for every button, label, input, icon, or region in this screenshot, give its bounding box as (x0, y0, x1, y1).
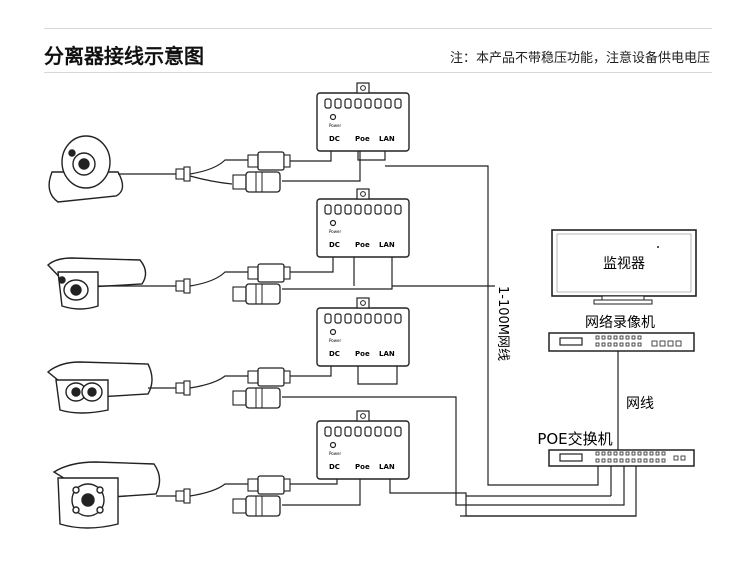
poe-splitter-4: Power DC Poe LAN (316, 410, 410, 480)
splitter-lan-label: LAN (379, 463, 395, 471)
splitter-dc-label: DC (329, 463, 340, 471)
dome-camera-icon (48, 135, 124, 203)
cable-type-label: 1-100M网线 (495, 286, 510, 361)
splitter-dc-label: DC (329, 135, 340, 143)
bullet-camera-icon-3 (46, 361, 153, 414)
poe-splitter-3: Power DC Poe LAN (316, 297, 410, 367)
splitter-wiring (282, 151, 637, 517)
splitter-dc-label: DC (329, 350, 340, 358)
top-rule (44, 28, 712, 29)
splitter-poe-label: Poe (355, 135, 370, 143)
bullet-camera-icon-4 (52, 461, 161, 529)
poe-splitter-2: Power DC Poe LAN (316, 188, 410, 258)
page-title: 分离器接线示意图 (44, 44, 204, 68)
poe-switch-label: POE交换机 (537, 430, 612, 448)
splitter-lan-label: LAN (379, 241, 395, 249)
monitor-label: 监视器 (603, 256, 645, 272)
splitter-poe-label: Poe (355, 241, 370, 249)
nvr-icon (548, 332, 695, 352)
camera-cable-4 (156, 483, 248, 497)
monitor-icon (551, 229, 697, 305)
splitter-lan-label: LAN (379, 135, 395, 143)
camera-cable-2 (98, 271, 248, 287)
splitter-brand-label: Power (329, 229, 341, 234)
poe-switch-icon (548, 449, 695, 467)
splitter-brand-label: Power (329, 123, 341, 128)
camera-cable-3 (148, 375, 248, 389)
splitter-poe-label: Poe (355, 350, 370, 358)
nvr-label: 网络录像机 (585, 315, 655, 331)
splitter-dc-label: DC (329, 241, 340, 249)
bullet-camera-icon-2 (46, 257, 147, 310)
splitter-brand-label: Power (329, 338, 341, 343)
switch-port-stubs (466, 466, 612, 497)
camera-cable-1 (118, 159, 248, 185)
splitter-poe-label: Poe (355, 463, 370, 471)
poe-splitter-1: Power DC Poe LAN (316, 82, 410, 152)
link-label: 网线 (626, 396, 654, 412)
power-note: 注：本产品不带稳压功能，注意设备供电电压 (449, 51, 710, 66)
header-rule (44, 72, 712, 73)
splitter-brand-label: Power (329, 451, 341, 456)
splitter-lan-label: LAN (379, 350, 395, 358)
